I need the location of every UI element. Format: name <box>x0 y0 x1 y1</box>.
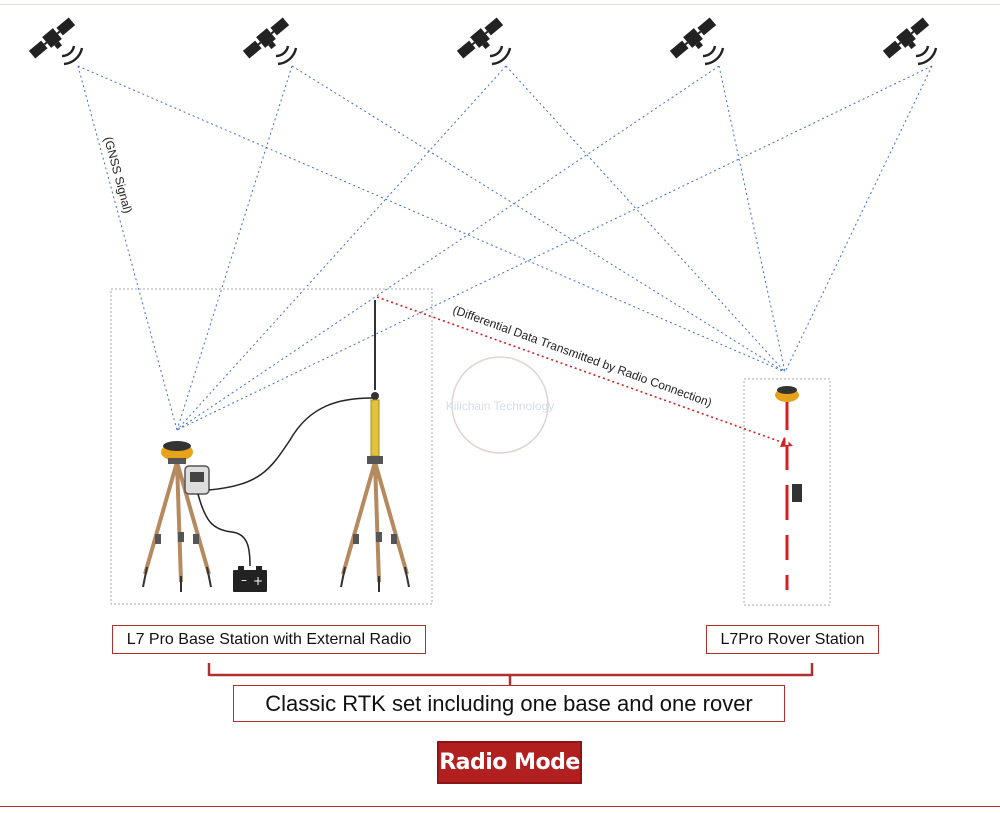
radio-cable <box>208 397 373 491</box>
svg-text:+: + <box>253 574 263 588</box>
battery-icon: – + <box>233 566 267 592</box>
gnss-receiver-icon <box>161 441 193 464</box>
base-station-frame <box>110 288 433 605</box>
satellite-icon <box>880 14 938 66</box>
satellite-icon <box>667 14 725 66</box>
gnss-signal-lines <box>77 65 933 431</box>
svg-text:Kilichain Technology: Kilichain Technology <box>446 399 555 413</box>
svg-text:–: – <box>241 573 247 587</box>
rover-pole-icon <box>785 402 802 590</box>
watermark: Kilichain Technology <box>446 356 555 454</box>
tripod-icon <box>339 454 411 594</box>
bottom-divider <box>0 806 1000 807</box>
radio-link-arrow <box>376 296 793 447</box>
top-divider <box>0 4 1000 5</box>
gnss-signal-label: (GNSS Signal) <box>101 135 135 215</box>
satellite-icon <box>454 14 512 66</box>
gnss-receiver-icon <box>775 386 799 402</box>
base-station-label: L7 Pro Base Station with External Radio <box>112 625 426 654</box>
satellite-icon <box>240 14 298 66</box>
rtk-set-label: Classic RTK set including one base and o… <box>233 685 785 722</box>
mode-badge: Radio Mode <box>437 741 582 784</box>
radio-antenna-icon <box>370 300 380 457</box>
set-bracket <box>207 663 814 685</box>
differential-data-label: (Differential Data Transmitted by Radio … <box>451 303 714 410</box>
battery-cable <box>197 493 251 567</box>
radio-unit-icon <box>184 465 210 495</box>
satellite-icon <box>26 14 84 66</box>
rover-station-label: L7Pro Rover Station <box>706 625 879 654</box>
